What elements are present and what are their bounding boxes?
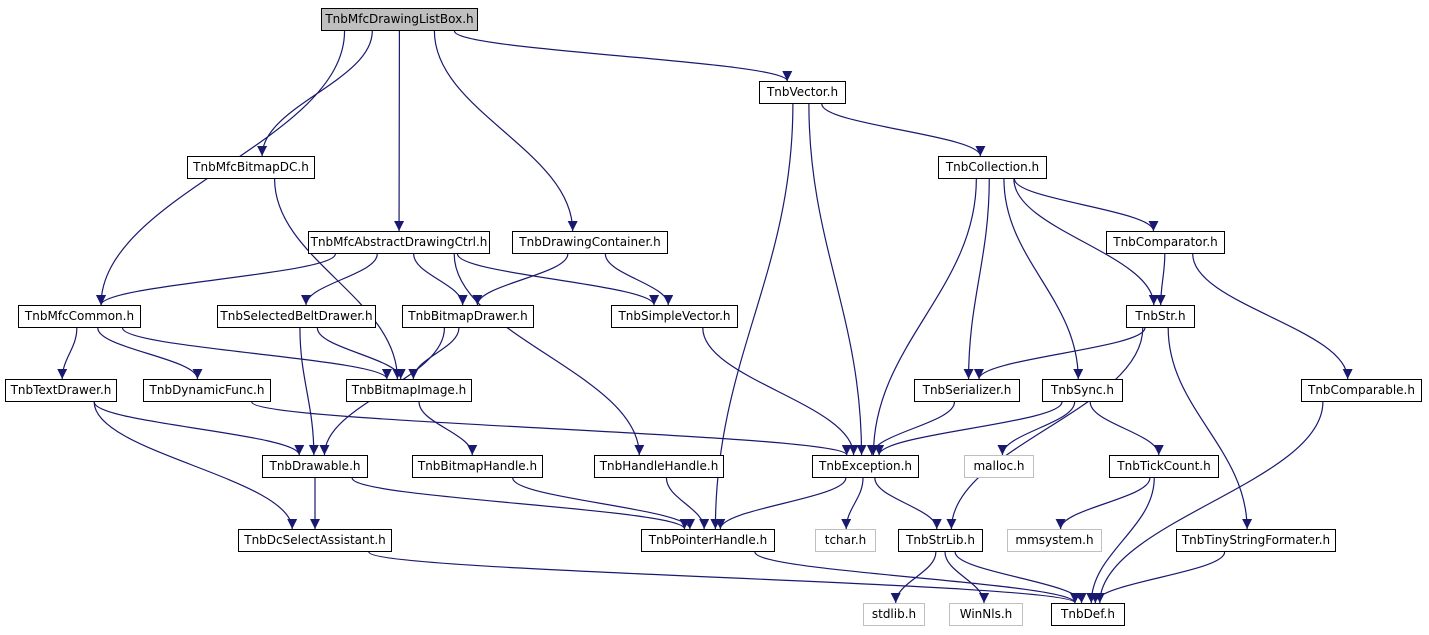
edge-strlib-to-stdlib [890,551,937,604]
edge-root-to-vector [453,30,793,82]
node-stdlib: stdlib.h [863,603,925,626]
edge-mfccommon-to-bitmapimage [121,327,392,380]
node-sync[interactable]: TnbSync.h [1042,379,1123,402]
edge-bitmapdrawer-to-bitmapimage [408,327,460,380]
edge-container-to-simplevector [604,253,674,306]
edge-beltdrawer-to-drawable [299,327,319,456]
edge-vector-to-exception [808,103,867,456]
edge-container-to-bitmapdrawer [472,253,569,306]
node-bitmaphandle[interactable]: TnbBitmapHandle.h [412,455,543,478]
edge-sync-to-tickcount [1089,401,1164,456]
node-abstractctrl[interactable]: TnbMfcAbstractDrawingCtrl.h [308,231,490,254]
edge-root-to-container [433,30,578,232]
edge-strlib-to-def [954,551,1087,604]
node-simplevector[interactable]: TnbSimpleVector.h [611,305,738,328]
edge-bitmapdc-to-bitmapimage [273,178,403,380]
edge-mfccommon-to-dynfunc [97,327,203,380]
node-container[interactable]: TnbDrawingContainer.h [512,231,668,254]
edge-handlehandle-to-pointerhandle [665,477,710,530]
edge-drawable-to-pointerhandle [351,477,690,530]
edge-simplevector-to-exception [702,327,859,456]
edge-str-to-tinystr [1167,327,1253,530]
node-bitmapdc[interactable]: TnbMfcBitmapDC.h [187,156,315,179]
edge-vector-to-collection [821,103,986,157]
node-vector[interactable]: TnbVector.h [759,81,846,104]
edge-dynfunc-to-exception [251,401,852,456]
edge-exception-to-strlib [874,477,942,530]
edge-abstractctrl-to-beltdrawer [301,253,378,306]
edge-tinystr-to-def [1090,551,1226,604]
edge-bitmaphandle-to-pointerhandle [512,477,695,530]
node-str[interactable]: TnbStr.h [1126,305,1195,328]
node-def[interactable]: TnbDef.h [1051,603,1125,626]
edge-abstractctrl-to-bitmapdrawer [413,253,468,306]
edge-abstractctrl-to-mfccommon [96,253,336,306]
edge-textdrawer-to-drawable [93,401,305,456]
node-bitmapdrawer[interactable]: TnbBitmapDrawer.h [402,305,534,328]
node-comparator[interactable]: TnbComparator.h [1106,231,1225,254]
edge-collection-to-serializer [963,178,990,380]
edge-serializer-to-exception [866,401,956,456]
node-dcselect[interactable]: TnbDcSelectAssistant.h [238,529,392,552]
edge-strlib-to-winnls [944,551,990,604]
node-comparable[interactable]: TnbComparable.h [1301,379,1422,402]
node-winnls: WinNls.h [949,603,1023,626]
edge-abstractctrl-to-simplevector [456,253,659,306]
edge-sync-to-malloc [997,401,1076,456]
edge-dcselect-to-def [368,551,1080,604]
node-textdrawer[interactable]: TnbTextDrawer.h [5,379,117,402]
node-beltdrawer[interactable]: TnbSelectedBeltDrawer.h [217,305,376,328]
edge-mfccommon-to-textdrawer [57,327,78,380]
node-tickcount[interactable]: TnbTickCount.h [1109,455,1219,478]
node-serializer[interactable]: TnbSerializer.h [914,379,1020,402]
node-tinystr[interactable]: TnbTinyStringFormater.h [1176,529,1336,552]
edge-comparable-to-def [1094,401,1324,604]
node-exception[interactable]: TnbException.h [812,455,919,478]
node-mfccommon[interactable]: TnbMfcCommon.h [18,305,141,328]
edge-collection-to-comparator [1013,178,1159,232]
edge-beltdrawer-to-bitmapimage [316,327,406,380]
node-tchar: tchar.h [815,529,876,552]
node-handlehandle[interactable]: TnbHandleHandle.h [594,455,724,478]
edge-abstractctrl-to-handlehandle [453,253,645,456]
node-pointerhandle[interactable]: TnbPointerHandle.h [641,529,775,552]
node-mmsystem: mmsystem.h [1007,529,1102,552]
node-collection[interactable]: TnbCollection.h [938,156,1047,179]
edge-collection-to-sync [1003,178,1084,380]
edge-textdrawer-to-dcselect [93,401,298,530]
edge-comparator-to-str [1155,253,1166,306]
edge-collection-to-str [1013,178,1159,306]
edge-bitmapimage-to-bitmaphandle [418,401,478,456]
node-bitmapimage[interactable]: TnbBitmapImage.h [346,379,472,402]
edge-collection-to-exception [868,178,977,456]
node-drawable[interactable]: TnbDrawable.h [262,455,368,478]
edge-tickcount-to-mmsystem [1055,477,1151,530]
node-malloc: malloc.h [964,455,1034,478]
node-dynfunc[interactable]: TnbDynamicFunc.h [143,379,271,402]
edge-str-to-serializer [974,327,1146,380]
node-strlib[interactable]: TnbStrLib.h [898,529,983,552]
edge-exception-to-tchar [841,477,864,530]
edge-exception-to-pointerhandle [715,477,847,530]
edge-root-to-bitmapdc [257,30,373,157]
edge-comparator-to-comparable [1192,253,1353,380]
edge-str-to-strlib [946,327,1144,530]
node-root[interactable]: TnbMfcDrawingListBox.h [321,8,478,31]
edge-tickcount-to-def [1086,477,1155,604]
edge-sync-to-exception [874,401,1063,456]
